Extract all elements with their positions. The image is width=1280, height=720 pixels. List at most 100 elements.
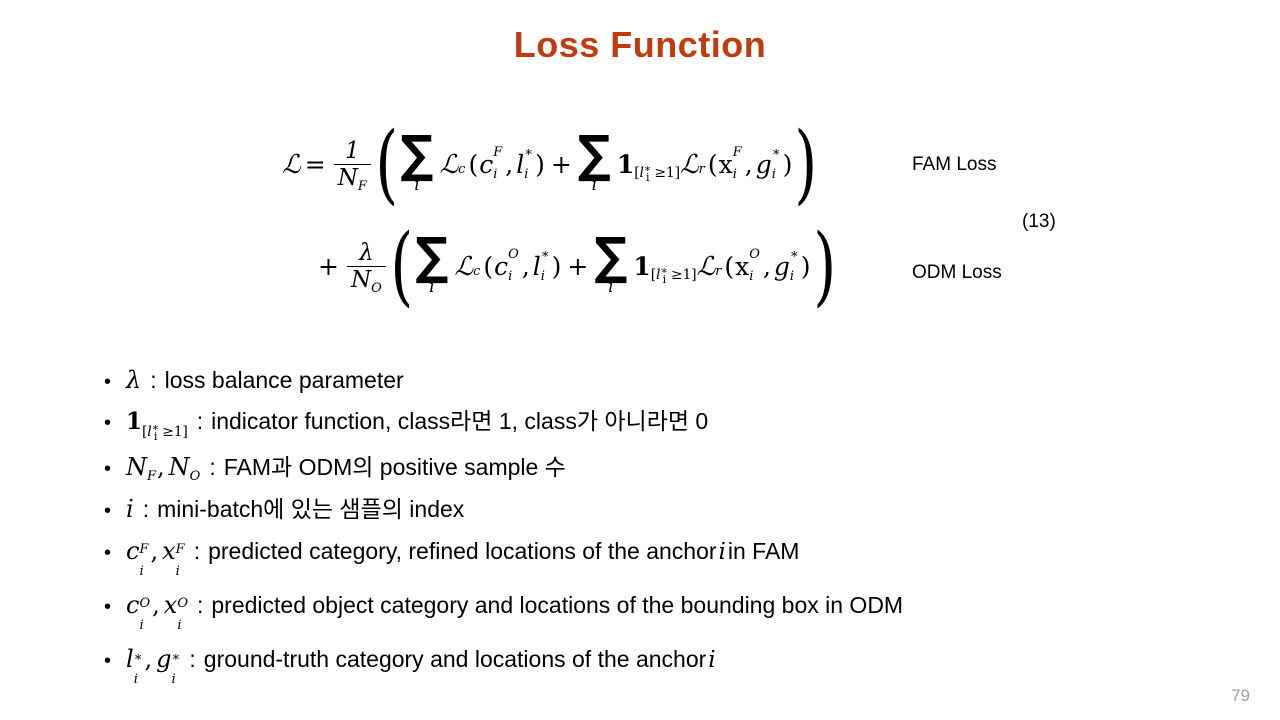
open-paren-large: ( <box>390 216 413 316</box>
list-item-body: l∗i,g∗i : ground-truth category and loca… <box>126 646 718 686</box>
term2-open-paren: ( <box>724 252 735 282</box>
summation-2: ∑ i <box>577 124 611 195</box>
term2-x-base: x <box>735 252 750 282</box>
loss-symbol: ℒ <box>282 149 301 180</box>
symbol-index-i: i <box>126 495 134 523</box>
term1-close-paren: ) <box>535 150 545 180</box>
regression-loss-symbol: ℒ <box>696 251 716 282</box>
outer-plus: + <box>318 252 339 282</box>
term2-close-paren: ) <box>800 252 811 282</box>
term1-c-base: c <box>479 150 494 180</box>
list-item-body: λ : loss balance parameter <box>126 368 404 392</box>
term1-comma: , <box>505 150 514 180</box>
sigma-index: i <box>591 174 598 195</box>
summation-3: ∑ i <box>415 226 449 297</box>
sigma-glyph: ∑ <box>415 226 449 286</box>
indicator-condition: [l∗i≥1] <box>634 161 680 184</box>
definition-text: predicted category, refined locations of… <box>208 538 800 565</box>
term2-g-base: g <box>755 150 772 180</box>
sigma-index: i <box>608 276 614 297</box>
fraction-denominator: NO <box>346 266 386 296</box>
term1-open-paren: ( <box>483 252 494 282</box>
term2-g-scripts: ∗i <box>789 246 799 284</box>
bullet-marker: • <box>104 412 112 434</box>
definitions-list: • λ : loss balance parameter • 1[l∗i≥1] … <box>104 368 1224 686</box>
classification-loss-symbol: ℒ <box>454 251 474 282</box>
term2-g-base: g <box>773 252 790 282</box>
fam-loss-annotation: FAM Loss <box>912 154 997 175</box>
sigma-index: i <box>429 276 435 297</box>
summation-1: ∑ i <box>400 124 434 195</box>
classification-loss-symbol: ℒ <box>439 149 459 180</box>
regression-loss-symbol: ℒ <box>679 149 699 180</box>
separator-colon: : <box>209 454 216 480</box>
bullet-marker: • <box>104 371 112 393</box>
list-item: • l∗i,g∗i : ground-truth category and lo… <box>104 646 1224 686</box>
term2-x-base: x <box>718 150 733 180</box>
close-paren-large: ) <box>812 216 836 316</box>
separator-colon: : <box>193 538 201 564</box>
fraction-lambda-over-no: λ NO <box>346 240 386 296</box>
term2-g-scripts: ∗i <box>771 144 781 182</box>
term1-comma: , <box>521 252 530 282</box>
separator-colon: : <box>189 646 196 672</box>
inner-plus-2: + <box>567 252 589 282</box>
equals-sign: = <box>304 150 326 180</box>
sigma-glyph: ∑ <box>400 124 434 184</box>
fraction-one-over-nf: 1 NF <box>333 139 371 194</box>
summation-4: ∑ i <box>594 226 628 297</box>
bullet-marker: • <box>104 500 112 522</box>
fraction-numerator: λ <box>359 240 374 267</box>
close-paren-large: ) <box>794 114 818 214</box>
sigma-glyph: ∑ <box>594 226 628 286</box>
term1-l-base: l <box>516 150 525 180</box>
list-item: • i : mini-batch에 있는 샘플의 index <box>104 497 1224 521</box>
definition-text: predicted object category and locations … <box>211 592 904 618</box>
definition-text: loss balance parameter <box>164 367 404 393</box>
term1-l-scripts: ∗i <box>524 144 534 182</box>
symbol-lambda: λ <box>126 366 142 394</box>
list-item-body: 1[l∗i≥1] : indicator function, class라면 1… <box>126 408 709 443</box>
term2-comma: , <box>762 252 771 282</box>
fraction-denominator: NF <box>333 164 371 194</box>
inner-plus-1: + <box>550 150 572 180</box>
indicator-condition: [l∗i≥1] <box>650 263 697 286</box>
bullet-marker: • <box>104 596 112 618</box>
definition-text: mini-batch에 있는 샘플의 index <box>157 496 465 522</box>
term2-open-paren: ( <box>707 150 718 180</box>
definition-text: ground-truth category and locations of t… <box>203 646 716 673</box>
equation-number: (13) <box>1022 211 1056 232</box>
separator-colon: : <box>196 592 204 618</box>
page-title: Loss Function <box>513 24 767 65</box>
definition-text: indicator function, class라면 1, class가 아니… <box>211 408 709 434</box>
bullet-marker: • <box>104 458 112 480</box>
list-item-body: i : mini-batch에 있는 샘플의 index <box>126 497 464 521</box>
page-number: 79 <box>1231 686 1250 705</box>
symbol-indicator: 1[l∗i≥1] <box>126 408 188 443</box>
definition-text: FAM과 ODM의 positive sample 수 <box>223 454 566 480</box>
sigma-index: i <box>414 174 420 195</box>
sigma-glyph: ∑ <box>577 124 611 184</box>
term1-c-base: c <box>494 252 509 282</box>
term2-comma: , <box>744 150 753 180</box>
term1-l-scripts: ∗i <box>540 246 550 284</box>
bullet-marker: • <box>104 542 112 564</box>
separator-colon: : <box>150 367 157 393</box>
term1-close-paren: ) <box>551 252 562 282</box>
indicator-function-symbol: 1 <box>633 252 651 282</box>
